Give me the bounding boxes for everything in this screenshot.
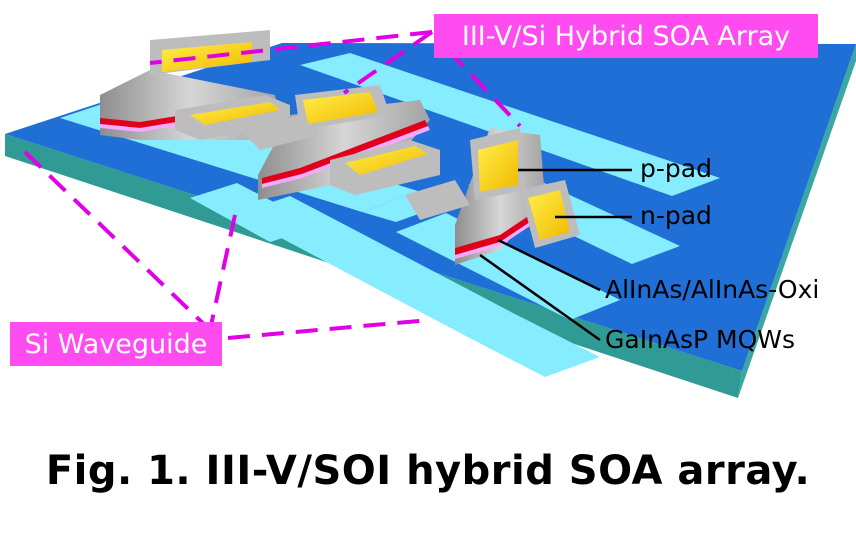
label-leaders xyxy=(479,168,632,342)
waveguide-box-label: Si Waveguide xyxy=(25,329,208,360)
soa-device-1 xyxy=(100,30,290,140)
cladding-label: AlInAs/AlInAs-Oxi xyxy=(605,275,819,304)
soa-device-3 xyxy=(405,128,580,265)
n-pad-3 xyxy=(528,190,570,240)
soa-device-2 xyxy=(240,85,440,200)
title-box: III-V/Si Hybrid SOA Array xyxy=(434,14,818,58)
n-pad-label: n-pad xyxy=(640,201,712,230)
title-box-label: III-V/Si Hybrid SOA Array xyxy=(462,21,790,52)
p-pad-label: p-pad xyxy=(640,154,712,183)
p-pad-2 xyxy=(303,92,378,124)
figure-caption: Fig. 1. III-V/SOI hybrid SOA array. xyxy=(45,448,811,494)
mqw-label: GaInAsP MQWs xyxy=(605,325,795,354)
waveguide-box: Si Waveguide xyxy=(10,322,222,366)
p-pad-1 xyxy=(162,42,252,72)
callout-lines xyxy=(23,30,522,340)
p-pad-3 xyxy=(478,140,518,192)
